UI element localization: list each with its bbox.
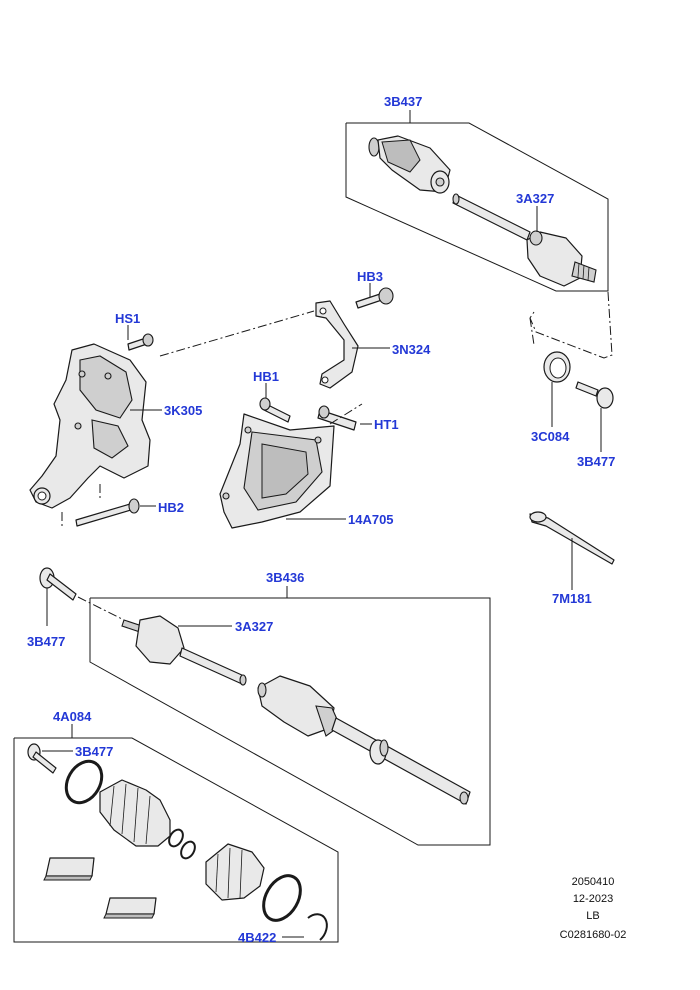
inner-cv-joint xyxy=(368,135,451,194)
label-cv-front: 3A327 xyxy=(235,619,273,634)
label-bracket-3n324: 3N324 xyxy=(392,342,431,357)
label-bracket-3k305: 3K305 xyxy=(164,403,202,418)
label-kit-4a084: 4A084 xyxy=(53,709,92,724)
grease-sachet-2 xyxy=(103,897,157,919)
footer-region: LB xyxy=(586,910,599,922)
label-bolt-hb1: HB1 xyxy=(253,369,279,384)
hidden-outline-edge xyxy=(529,317,535,346)
front-shaft-group: 3B436 3A327 xyxy=(89,570,491,846)
clamp-small xyxy=(168,828,196,860)
front-cv-joint: 3A327 xyxy=(121,615,273,686)
tool-7m181: 7M181 xyxy=(529,511,615,606)
bolt-3b477-upper: 3B477 xyxy=(575,381,615,469)
footer-date: 12-2023 xyxy=(573,893,613,905)
footer-block: 2050410 12-2023 LB C0281680-02 xyxy=(560,876,627,941)
label-shaft-front: 3B436 xyxy=(266,570,304,585)
label-stud-hs1: HS1 xyxy=(115,311,140,326)
boot-large xyxy=(99,779,171,847)
bolt-3b477-kit: 3B477 xyxy=(27,743,113,774)
bracket-3n324: 3N324 xyxy=(315,300,431,389)
outer-cv-joint xyxy=(526,230,597,287)
circlip-4b422: 4B422 xyxy=(238,913,328,945)
group-frame-3b436 xyxy=(89,597,491,846)
label-bolt-kit: 3B477 xyxy=(75,744,113,759)
label-bolt-hb3: HB3 xyxy=(357,269,383,284)
bolt-3b477-left: 3B477 xyxy=(27,567,77,649)
front-driveshaft xyxy=(257,675,471,805)
assembly-line-front xyxy=(77,596,125,621)
label-clip-4b422: 4B422 xyxy=(238,930,276,945)
label-bolt-upper: 3B477 xyxy=(577,454,615,469)
stud-hs1: HS1 xyxy=(115,311,154,351)
label-tool-7m181: 7M181 xyxy=(552,591,592,606)
footer-ref: C0281680-02 xyxy=(560,929,627,941)
stud-ht1: HT1 xyxy=(317,405,399,432)
hidden-outline xyxy=(529,291,613,359)
label-seal-3c084: 3C084 xyxy=(531,429,570,444)
seal-3c084: 3C084 xyxy=(531,351,571,444)
label-cv-rear: 3A327 xyxy=(516,191,554,206)
bolt-hb2: HB2 xyxy=(75,498,184,527)
bracket-3k305: 3K305 xyxy=(29,343,202,509)
assembly-line-upper xyxy=(159,310,315,357)
label-shaft-rear: 3B437 xyxy=(384,94,422,109)
rear-shaft-group: 3B437 3A327 xyxy=(345,94,609,292)
label-bracket-14a705: 14A705 xyxy=(348,512,394,527)
group-frame-4a084 xyxy=(13,737,339,943)
clamp-large xyxy=(64,759,104,805)
bracket-14a705: 14A705 xyxy=(219,413,394,529)
assembly-line-ht1 xyxy=(329,403,363,425)
group-frame-3b437 xyxy=(345,122,609,292)
kit-group: 4A084 3B477 xyxy=(13,709,339,945)
bolt-hb1: HB1 xyxy=(253,369,291,423)
label-bolt-left: 3B477 xyxy=(27,634,65,649)
footer-code: 2050410 xyxy=(572,876,615,888)
label-bolt-hb2: HB2 xyxy=(158,500,184,515)
rear-shaft-bar xyxy=(452,193,531,241)
clamp-right xyxy=(262,874,302,922)
label-stud-ht1: HT1 xyxy=(374,417,399,432)
boot-small xyxy=(205,843,265,901)
grease-sachet-1 xyxy=(43,857,95,881)
bolt-hb3: HB3 xyxy=(355,269,394,309)
